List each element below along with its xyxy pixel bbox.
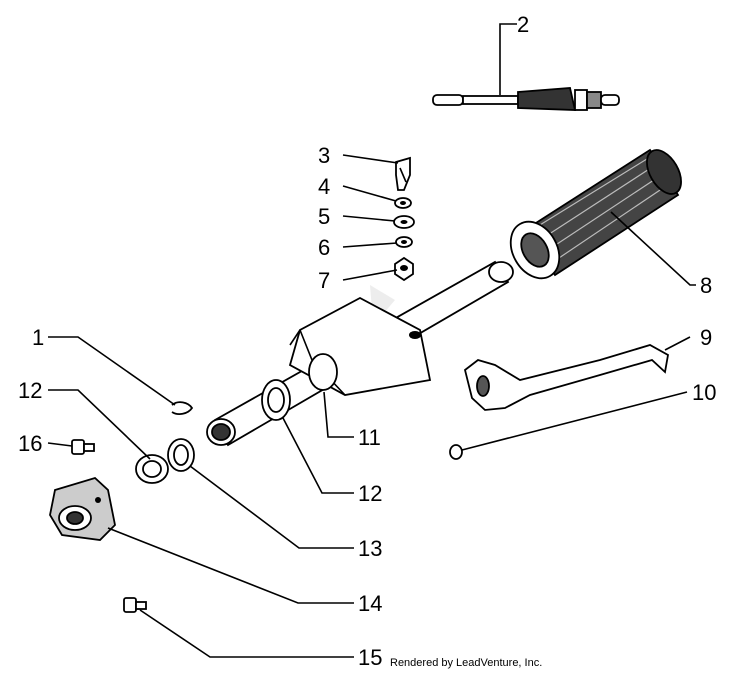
label-5: 5 [318,204,330,229]
label-10: 10 [692,380,716,405]
part-7-nut [394,256,414,282]
leader-lines [47,23,696,658]
label-1: 1 [32,325,44,350]
part-15-screw [123,597,147,613]
part-12-ring-on-tube [261,379,291,421]
part-11-handlebar-tube [206,260,514,447]
label-13: 13 [358,536,382,561]
part-6-washer [395,236,413,248]
label-7: 7 [318,268,330,293]
part-1-clip [171,401,194,415]
part-12-washer [135,454,169,484]
part-13-ring [167,438,195,472]
label-16: 16 [18,431,42,456]
part-14-switch-housing [49,476,116,541]
part-5-washer [393,215,415,229]
part-8-grip [509,148,682,280]
label-9: 9 [700,325,712,350]
part-10-pin [449,444,463,460]
part-12-spacer-collar [308,353,338,391]
part-16-screw [71,439,95,455]
part-4-washer [394,197,412,209]
label-14: 14 [358,591,382,616]
part-3-screw [395,156,411,191]
label-6: 6 [318,235,330,260]
label-12-left: 12 [18,378,42,403]
label-8: 8 [700,273,712,298]
label-11: 11 [358,425,381,450]
label-4: 4 [318,174,330,199]
label-3: 3 [318,143,330,168]
label-15: 15 [358,645,382,670]
credit-text: Rendered by LeadVenture, Inc. [390,657,542,669]
label-12-right: 12 [358,481,382,506]
part-2-cable-rod [432,87,620,111]
part-9-brake-lever [463,344,669,411]
label-2: 2 [517,12,529,37]
